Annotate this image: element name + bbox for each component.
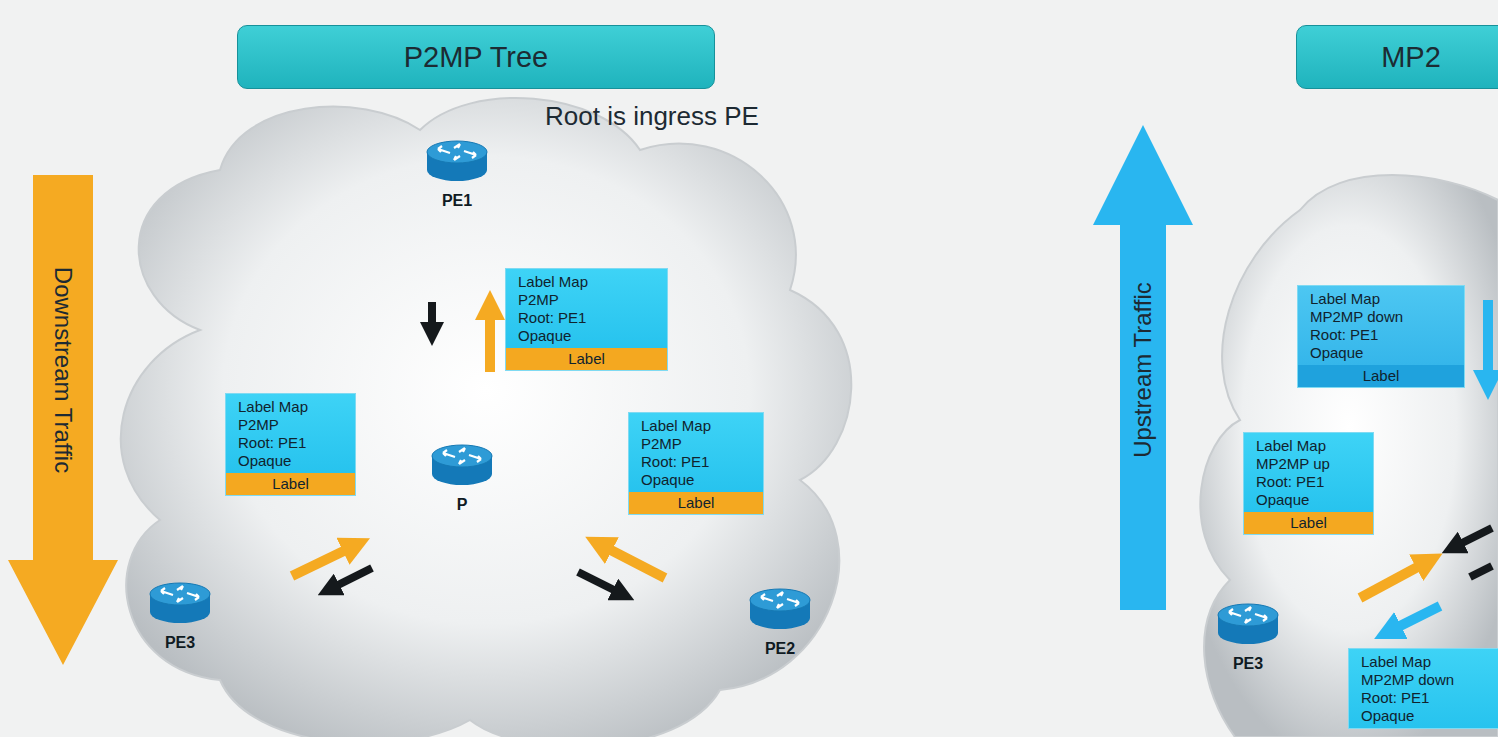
message-heading: Label Map: [518, 273, 659, 291]
upstream-arrow: [1093, 125, 1193, 610]
label-map-box: Label MapP2MPRoot: PE1OpaqueLabel: [505, 268, 668, 371]
message-field: Root: PE1: [238, 434, 347, 452]
router-name: PE3: [145, 634, 215, 652]
router-name: PE1: [422, 192, 492, 210]
label-map-box: Label MapP2MPRoot: PE1OpaqueLabel: [225, 393, 356, 496]
message-heading: Label Map: [1310, 290, 1456, 308]
label-field: Label: [629, 492, 763, 514]
message-field: Opaque: [1256, 491, 1365, 509]
message-field: Root: PE1: [518, 309, 659, 327]
message-field: P2MP: [238, 416, 347, 434]
message-body: Label MapMP2MP upRoot: PE1Opaque: [1244, 433, 1373, 512]
message-field: Opaque: [1310, 344, 1456, 362]
message-heading: Label Map: [1361, 653, 1498, 671]
message-field: Root: PE1: [641, 453, 755, 471]
cloud: [121, 98, 1498, 737]
message-field: Opaque: [1361, 707, 1498, 725]
message-field: Opaque: [518, 327, 659, 345]
message-body: Label MapMP2MP downRoot: PE1Opaque: [1349, 649, 1498, 728]
message-field: Opaque: [641, 471, 755, 489]
message-field: Root: PE1: [1256, 473, 1365, 491]
message-field: Root: PE1: [1310, 326, 1456, 344]
label-field: Label: [506, 348, 667, 370]
label-field: Label: [1244, 512, 1373, 534]
router-name: PE3: [1213, 655, 1283, 673]
message-body: Label MapP2MPRoot: PE1Opaque: [226, 394, 355, 473]
message-field: P2MP: [641, 435, 755, 453]
label-field: Label: [226, 473, 355, 495]
message-field: MP2MP up: [1256, 455, 1365, 473]
router-node: PE3: [145, 582, 215, 652]
title-text: P2MP Tree: [404, 41, 549, 74]
message-heading: Label Map: [641, 417, 755, 435]
traffic-label: Upstream Traffic: [1129, 282, 1157, 458]
message-field: MP2MP down: [1310, 308, 1456, 326]
message-heading: Label Map: [238, 398, 347, 416]
label-map-box: Label MapP2MPRoot: PE1OpaqueLabel: [628, 412, 764, 515]
message-field: P2MP: [518, 291, 659, 309]
message-body: Label MapMP2MP downRoot: PE1Opaque: [1298, 286, 1464, 365]
downstream-arrow: [8, 175, 118, 665]
router-icon: [429, 444, 495, 488]
message-body: Label MapP2MPRoot: PE1Opaque: [506, 269, 667, 348]
title-band: P2MP Tree: [237, 25, 715, 89]
title-band: MP2: [1296, 25, 1498, 89]
router-node: P: [427, 444, 497, 514]
note-label: Root is ingress PE: [545, 101, 759, 132]
label-field: Label: [1298, 365, 1464, 387]
message-field: MP2MP down: [1361, 671, 1498, 689]
router-node: PE3: [1213, 603, 1283, 673]
message-field: Opaque: [238, 452, 347, 470]
message-field: Root: PE1: [1361, 689, 1498, 707]
title-text: MP2: [1381, 41, 1441, 74]
router-name: P: [427, 496, 497, 514]
label-map-box: Label MapMP2MP downRoot: PE1Opaque: [1348, 648, 1498, 729]
router-node: PE1: [422, 140, 492, 210]
router-icon: [424, 140, 490, 184]
router-node: PE2: [745, 588, 815, 658]
message-body: Label MapP2MPRoot: PE1Opaque: [629, 413, 763, 492]
label-map-box: Label MapMP2MP upRoot: PE1OpaqueLabel: [1243, 432, 1374, 535]
label-map-box: Label MapMP2MP downRoot: PE1OpaqueLabel: [1297, 285, 1465, 388]
router-name: PE2: [745, 640, 815, 658]
message-heading: Label Map: [1256, 437, 1365, 455]
traffic-label: Downstream Traffic: [49, 267, 77, 473]
router-icon: [1215, 603, 1281, 647]
router-icon: [747, 588, 813, 632]
router-icon: [147, 582, 213, 626]
